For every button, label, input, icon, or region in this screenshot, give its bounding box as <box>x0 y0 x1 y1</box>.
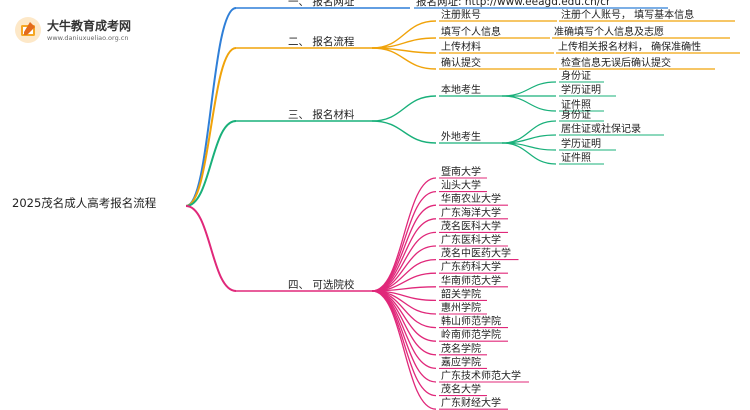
school-connector-16 <box>371 290 437 397</box>
school-item: 华南师范大学 <box>441 274 501 287</box>
school-item: 嘉应学院 <box>441 355 481 368</box>
materials-item-1-3: 证件照 <box>561 152 591 164</box>
branch-connector-process <box>185 47 237 207</box>
school-item: 韩山师范学院 <box>441 315 501 328</box>
school-item: 茂名中医药大学 <box>441 247 511 260</box>
school-item: 广东药科大学 <box>441 260 501 273</box>
school-connector-1 <box>371 190 437 292</box>
school-connector-15 <box>371 290 437 383</box>
school-connector-2 <box>371 204 437 292</box>
process-detail-0: 注册个人账号， 填写基本信息 <box>561 8 694 21</box>
process-detail-1: 准确填写个人信息及志愿 <box>554 25 664 38</box>
process-step-1: 填写个人信息 <box>441 25 501 38</box>
school-item: 韶关学院 <box>441 287 481 300</box>
process-connector-0 <box>371 20 437 49</box>
watermark-logo: 大牛教育成考网 www.daniuxueliao.org.cn <box>14 14 134 50</box>
process-detail-3: 检查信息无误后确认提交 <box>561 56 671 69</box>
branch-connector-schools <box>185 205 237 292</box>
branch-connector-website <box>185 7 237 207</box>
school-item: 茂名大学 <box>441 383 481 396</box>
school-item: 惠州学院 <box>441 301 481 314</box>
materials-group-0: 本地考生 <box>441 83 481 96</box>
school-connector-12 <box>371 290 437 342</box>
process-step-0: 注册账号 <box>441 8 481 21</box>
branch-connector-materials <box>185 120 237 207</box>
branch-materials: 三、 报名材料 <box>288 108 355 121</box>
materials-group-1: 外地考生 <box>441 130 481 143</box>
school-item: 广东技术师范大学 <box>441 369 521 382</box>
school-item: 暨南大学 <box>441 165 481 178</box>
school-item: 茂名医科大学 <box>441 219 501 232</box>
school-connector-5 <box>371 245 437 292</box>
website-url: 报名网址: http://www.eeagd.edu.cn/cr <box>416 0 611 8</box>
school-item: 茂名学院 <box>441 342 481 355</box>
materials-group-connector-1 <box>371 120 437 144</box>
school-connector-17 <box>371 290 437 410</box>
materials-item-0-1: 学历证明 <box>561 83 601 96</box>
materials-item-1-1: 居住证或社保记录 <box>561 122 641 135</box>
materials-item-0-2: 证件照 <box>561 99 591 111</box>
materials-leaf-connector-1-0 <box>501 120 557 144</box>
school-item: 汕头大学 <box>441 179 481 192</box>
branch-process: 二、 报名流程 <box>288 35 355 48</box>
materials-item-0-0: 身份证 <box>561 69 591 82</box>
materials-leaf-connector-1-3 <box>501 142 557 165</box>
materials-item-1-0: 身份证 <box>561 108 591 121</box>
root-node: 2025茂名成人高考报名流程 <box>12 196 157 210</box>
process-step-3: 确认提交 <box>441 56 481 69</box>
branch-schools: 四、 可选院校 <box>288 278 355 291</box>
book-pencil-logo-icon <box>15 17 41 43</box>
materials-group-connector-0 <box>371 95 437 122</box>
school-item: 华南农业大学 <box>441 192 501 205</box>
process-step-2: 上传材料 <box>441 40 481 53</box>
school-item: 广东海洋大学 <box>441 206 501 219</box>
materials-item-1-2: 学历证明 <box>561 137 601 150</box>
materials-leaf-connector-0-0 <box>501 81 557 97</box>
school-connector-3 <box>371 218 437 292</box>
branch-website: 一、 报名网址 <box>288 0 355 8</box>
process-detail-2: 上传相关报名材料， 确保准确性 <box>558 40 701 53</box>
school-item: 岭南师范学院 <box>441 328 501 341</box>
process-connector-3 <box>371 47 437 70</box>
watermark-title: 大牛教育成考网 <box>47 19 132 33</box>
school-item: 广东医科大学 <box>441 233 501 246</box>
school-item: 广东财经大学 <box>441 396 501 409</box>
watermark-url: www.daniuxueliao.org.cn <box>47 34 129 42</box>
materials-leaf-connector-0-2 <box>501 95 557 112</box>
